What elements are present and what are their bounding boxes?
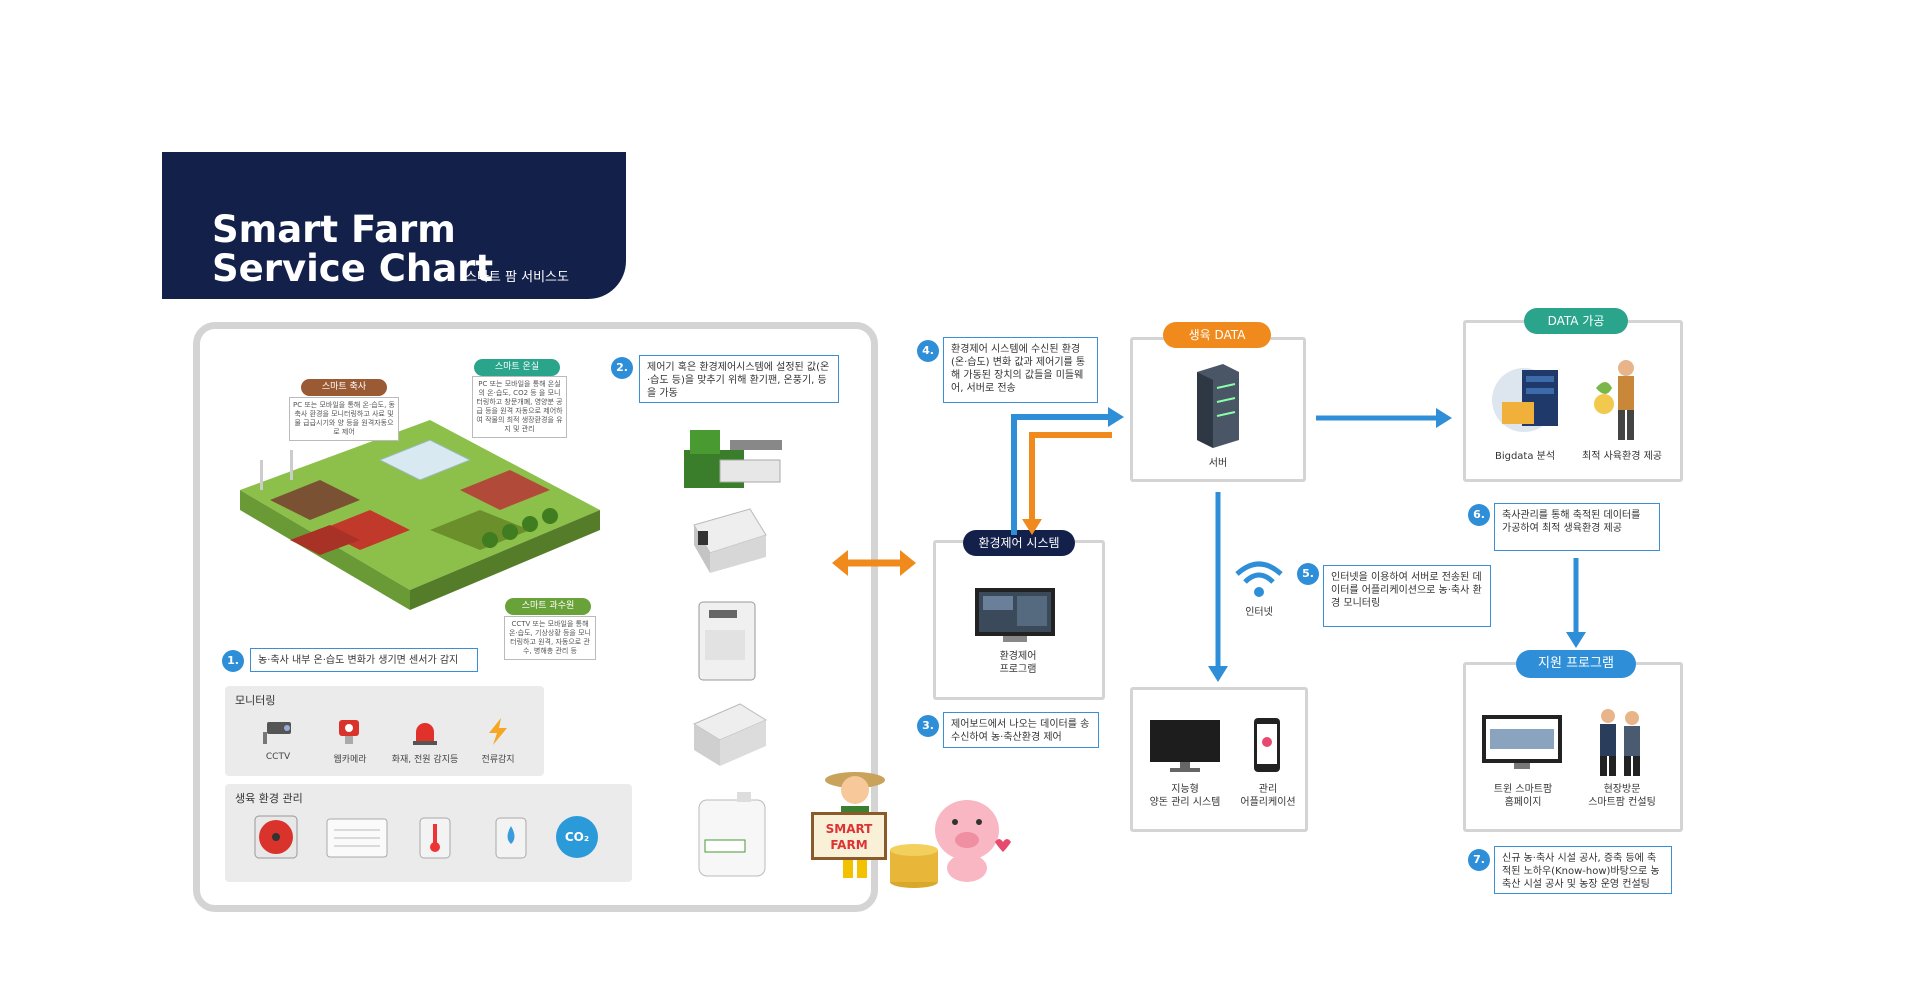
humidity-icon: [495, 817, 527, 859]
step2-text: 제어기 혹은 환경제어시스템에 설정된 값(온·습도 등)을 맞추기 위해 환기…: [639, 355, 839, 403]
heater-unit-icon: [693, 508, 767, 573]
flow-arrows-up-down: [1011, 407, 1124, 535]
cctv-label: CCTV: [265, 752, 291, 762]
internet-caption: 인터넷: [1245, 607, 1273, 618]
livestock-note: PC 또는 모바일을 통해 온·습도, 동축사 환경을 모니터링하고 사료 및 …: [289, 397, 399, 441]
orchard-label: 스마트 과수원: [505, 598, 591, 615]
current-item: 전류감지: [458, 716, 538, 765]
monitoring-title: 모니터링: [235, 694, 276, 707]
webcam-icon: [339, 720, 359, 744]
livestock-label: 스마트 축사: [301, 379, 387, 396]
step7-text: 신규 농·축사 시설 공사, 증축 등에 축적된 노하우(Know-how)바탕…: [1494, 846, 1672, 894]
step1-badge: 1.: [222, 650, 244, 672]
pig-icon: [935, 800, 1011, 882]
monitor-program-icon: [975, 588, 1055, 642]
greenhouse-note: PC 또는 모바일을 통해 온실의 온·습도, CO2 등 을 모니터링하고 창…: [472, 376, 567, 438]
step3-text: 제어보드에서 나오는 데이터를 송수신하여 농·축산환경 제어: [943, 712, 1099, 748]
step3-badge: 3.: [917, 715, 939, 737]
smart-farm-sign: SMART FARM: [811, 812, 887, 860]
co2-text: CO₂: [564, 830, 590, 844]
data-proc-title: DATA 가공: [1524, 308, 1628, 334]
title-line2: Service Chart: [212, 247, 494, 290]
heater-icon: [326, 818, 388, 858]
homepage-icon: [1482, 715, 1562, 769]
controller-box-icon: [698, 601, 756, 681]
growth-data-caption: 서버: [1208, 458, 1228, 469]
orchard-note: CCTV 또는 모바일을 통해 온·습도, 기상상황 등을 모니터링하고 원격,…: [504, 616, 596, 660]
optimal-env-icon: [1594, 360, 1634, 440]
monitor-icon: [1150, 720, 1220, 772]
bigdata-icon: [1492, 368, 1558, 432]
wifi-icon: [1235, 561, 1283, 597]
fire-item: 화재, 전원 감지등: [385, 716, 465, 765]
header-banner: Smart Farm Service Chart 스마트 팜 서비스도: [162, 152, 626, 299]
support-title: 지원 프로그램: [1516, 650, 1636, 678]
fire-label: 화재, 전원 감지등: [391, 755, 459, 765]
subtitle: 스마트 팜 서비스도: [465, 270, 569, 285]
thermometer-icon: [419, 817, 451, 859]
server-icon: [1197, 364, 1239, 448]
mgmt-caption-2: 관리 어플리케이션: [1240, 784, 1296, 808]
server-box-icon: [692, 703, 768, 766]
current-label: 전류감지: [481, 755, 515, 765]
step6-badge: 6.: [1468, 504, 1490, 526]
webcam-label: 웹카메라: [333, 755, 367, 765]
arrow-to-data-proc: [1316, 408, 1452, 428]
sign-line2: FARM: [830, 838, 868, 852]
cctv-item: CCTV: [238, 716, 318, 762]
bigdata-caption: Bigdata 분석: [1494, 451, 1556, 462]
step5-badge: 5.: [1297, 563, 1319, 585]
ventilator-icon: [684, 430, 782, 488]
webcam-item: 웹카메라: [310, 716, 390, 765]
env-system-title: 환경제어 시스템: [963, 530, 1075, 556]
cctv-icon: [263, 722, 291, 744]
title-line1: Smart Farm: [212, 208, 456, 251]
mgmt-caption-1: 지능형 양돈 관리 시스템: [1149, 784, 1221, 808]
step7-badge: 7.: [1468, 849, 1490, 871]
step4-text: 환경제어 시스템에 수신된 환경(온·습도) 변화 값과 제어기를 통해 가동된…: [943, 337, 1098, 403]
arrow-to-mgmt: [1208, 492, 1228, 682]
arrow-to-support: [1566, 558, 1586, 648]
bidirectional-arrow: [832, 550, 916, 576]
greenhouse-label: 스마트 온실: [474, 359, 560, 376]
farm-illustration: [240, 420, 600, 610]
env-system-caption: 환경제어 프로그램: [999, 651, 1037, 675]
growth-env-title: 생육 환경 관리: [235, 792, 303, 805]
step4-badge: 4.: [917, 340, 939, 362]
smartphone-icon: [1254, 718, 1280, 772]
coins-icon: [890, 844, 938, 888]
step6-text: 축사관리를 통해 축적된 데이터를 가공하여 최적 생육환경 제공: [1494, 503, 1660, 551]
consulting-caption: 현장방문 스마트팜 컨설팅: [1588, 784, 1656, 808]
siren-icon: [413, 723, 437, 745]
step2-badge: 2.: [611, 357, 633, 379]
tank-icon: [698, 792, 766, 877]
homepage-caption: 트윈 스마트팜 홈페이지: [1493, 784, 1553, 808]
consulting-icon: [1600, 709, 1640, 776]
step5-text: 인터넷을 이용하여 서버로 전송된 데이터를 어플리케이션으로 농·축사 환경 …: [1323, 565, 1491, 627]
fan-icon: [254, 815, 298, 859]
growth-data-title: 생육 DATA: [1163, 322, 1271, 348]
optimal-env-caption: 최적 사육환경 제공: [1582, 451, 1662, 462]
sign-line1: SMART: [825, 822, 873, 836]
step1-text: 농·축사 내부 온·습도 변화가 생기면 센서가 감지: [250, 648, 478, 672]
co2-icon: CO₂: [556, 816, 598, 858]
lightning-icon: [489, 718, 507, 745]
